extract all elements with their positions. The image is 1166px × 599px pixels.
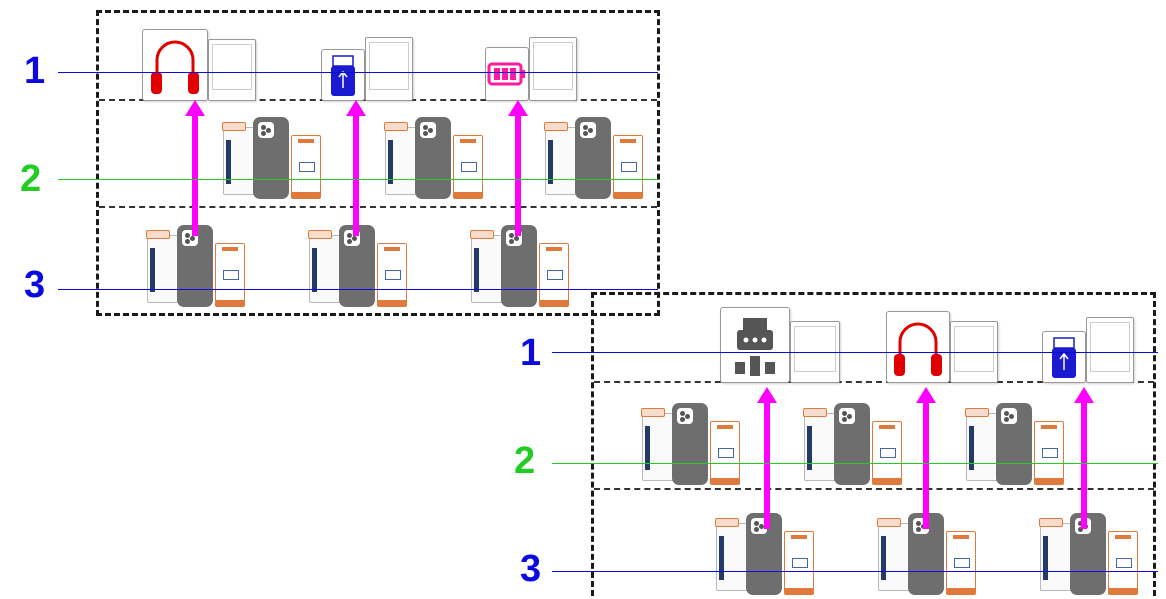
accessory-tile [720,307,790,383]
tier-line [58,289,658,290]
battery-icon [487,62,525,86]
phone-display-group [641,403,740,489]
upgrade-arrow [757,387,777,529]
phone-display-group [965,403,1064,489]
accessory-tile [321,49,365,101]
phone-display-group [877,513,976,599]
phone-display-group [470,225,569,311]
smartphone [253,117,289,199]
tier-number: 3 [520,548,542,590]
accessory-package [1086,317,1134,383]
upgrade-arrow [346,100,366,236]
phone-display-group [544,117,643,203]
accessory-tile [485,47,529,101]
price-card [946,531,976,595]
phone-display-group [384,117,483,203]
accessory-slot [485,37,595,101]
tier-line [58,179,658,180]
accessory-slot [142,29,260,101]
tier-number: 1 [24,50,46,92]
usb-drive-icon [1052,337,1076,378]
display-board [591,292,1156,596]
smartphone [575,117,611,199]
accessory-tile [886,311,950,383]
tier-line [552,463,1158,464]
phone-display-group [308,225,407,311]
accessory-package [365,37,413,101]
phone-display-group [1039,513,1138,599]
smartphone [415,117,451,199]
smartphone [672,403,708,485]
headphones-icon [151,40,199,94]
price-card [710,421,740,485]
price-card [1108,531,1138,595]
upgrade-arrow [508,100,528,236]
phone-display-group [146,225,245,311]
tier-line [552,571,1158,572]
tier-number: 2 [20,158,42,200]
accessory-tile [142,29,208,101]
shelf-divider [594,488,1154,490]
phone-display-group [222,117,321,203]
price-card [1034,421,1064,485]
accessory-tile [1042,331,1086,383]
accessory-slot [321,37,421,101]
accessory-slot [1042,317,1152,383]
phone-display-group [803,403,902,489]
display-board [96,10,660,316]
tier-number: 2 [514,440,536,482]
shelf-divider [99,206,657,208]
accessory-package [208,39,256,101]
price-card [215,243,245,307]
accessory-package [529,37,577,101]
smartphone [1070,513,1106,595]
accessory-slot [886,311,1002,383]
price-card [291,135,321,199]
price-card [453,135,483,199]
travel-adapter-icon [735,318,775,376]
price-card [539,243,569,307]
upgrade-arrow [185,100,205,236]
smartphone [996,403,1032,485]
usb-drive-icon [331,55,355,96]
price-card [613,135,643,199]
price-card [377,243,407,307]
smartphone [834,403,870,485]
upgrade-arrow [916,387,936,529]
smartphone [339,225,375,307]
tier-line [552,352,1158,353]
shelf-divider [594,381,1154,383]
tier-number: 3 [24,264,46,306]
price-card [784,531,814,595]
smartphone [501,225,537,307]
upgrade-arrow [1074,387,1094,529]
tier-line [58,72,658,73]
headphones-icon [894,322,942,376]
price-card [872,421,902,485]
accessory-slot [720,307,842,383]
tier-number: 1 [520,332,542,374]
smartphone [177,225,213,307]
